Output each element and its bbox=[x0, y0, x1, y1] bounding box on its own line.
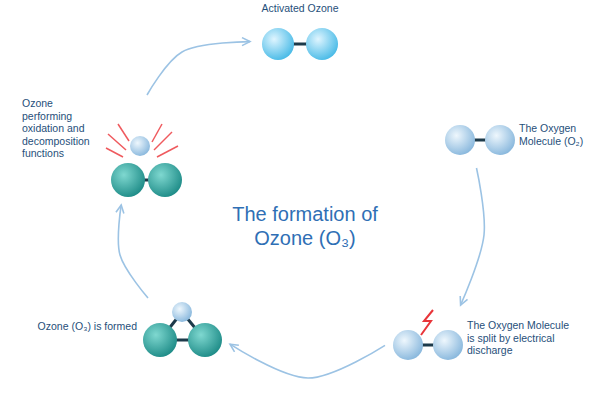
cycle-arrow bbox=[147, 42, 250, 95]
reacting-ozone bbox=[106, 124, 182, 197]
split-molecule bbox=[393, 310, 463, 360]
stage-label: The Oxygen Molecule (O₂) bbox=[519, 122, 593, 147]
stage-label: Ozone performing oxidation and decomposi… bbox=[22, 97, 97, 160]
activated-oxygen bbox=[262, 28, 338, 60]
cycle-arrow bbox=[230, 344, 385, 378]
oxygen-molecule bbox=[445, 125, 515, 155]
cycle-arrow bbox=[118, 205, 148, 298]
stage-node: Ozone (O₃) is formed bbox=[25, 298, 230, 364]
stage-label: Activated Ozone bbox=[250, 2, 350, 15]
stage-node: The Oxygen Molecule is split by electric… bbox=[385, 305, 595, 367]
diagram-title: The formation of Ozone (O₃) bbox=[232, 202, 378, 250]
ozone-molecule bbox=[143, 302, 222, 357]
stage-node: Activated Ozone bbox=[250, 2, 352, 68]
stage-label: Ozone (O₃) is formed bbox=[25, 320, 137, 333]
stage-node: Ozone performing oxidation and decomposi… bbox=[18, 95, 190, 205]
stage-label: The Oxygen Molecule is split by electric… bbox=[467, 319, 575, 357]
cycle-arrow bbox=[461, 168, 485, 305]
stage-node: The Oxygen Molecule (O₂) bbox=[437, 112, 595, 168]
